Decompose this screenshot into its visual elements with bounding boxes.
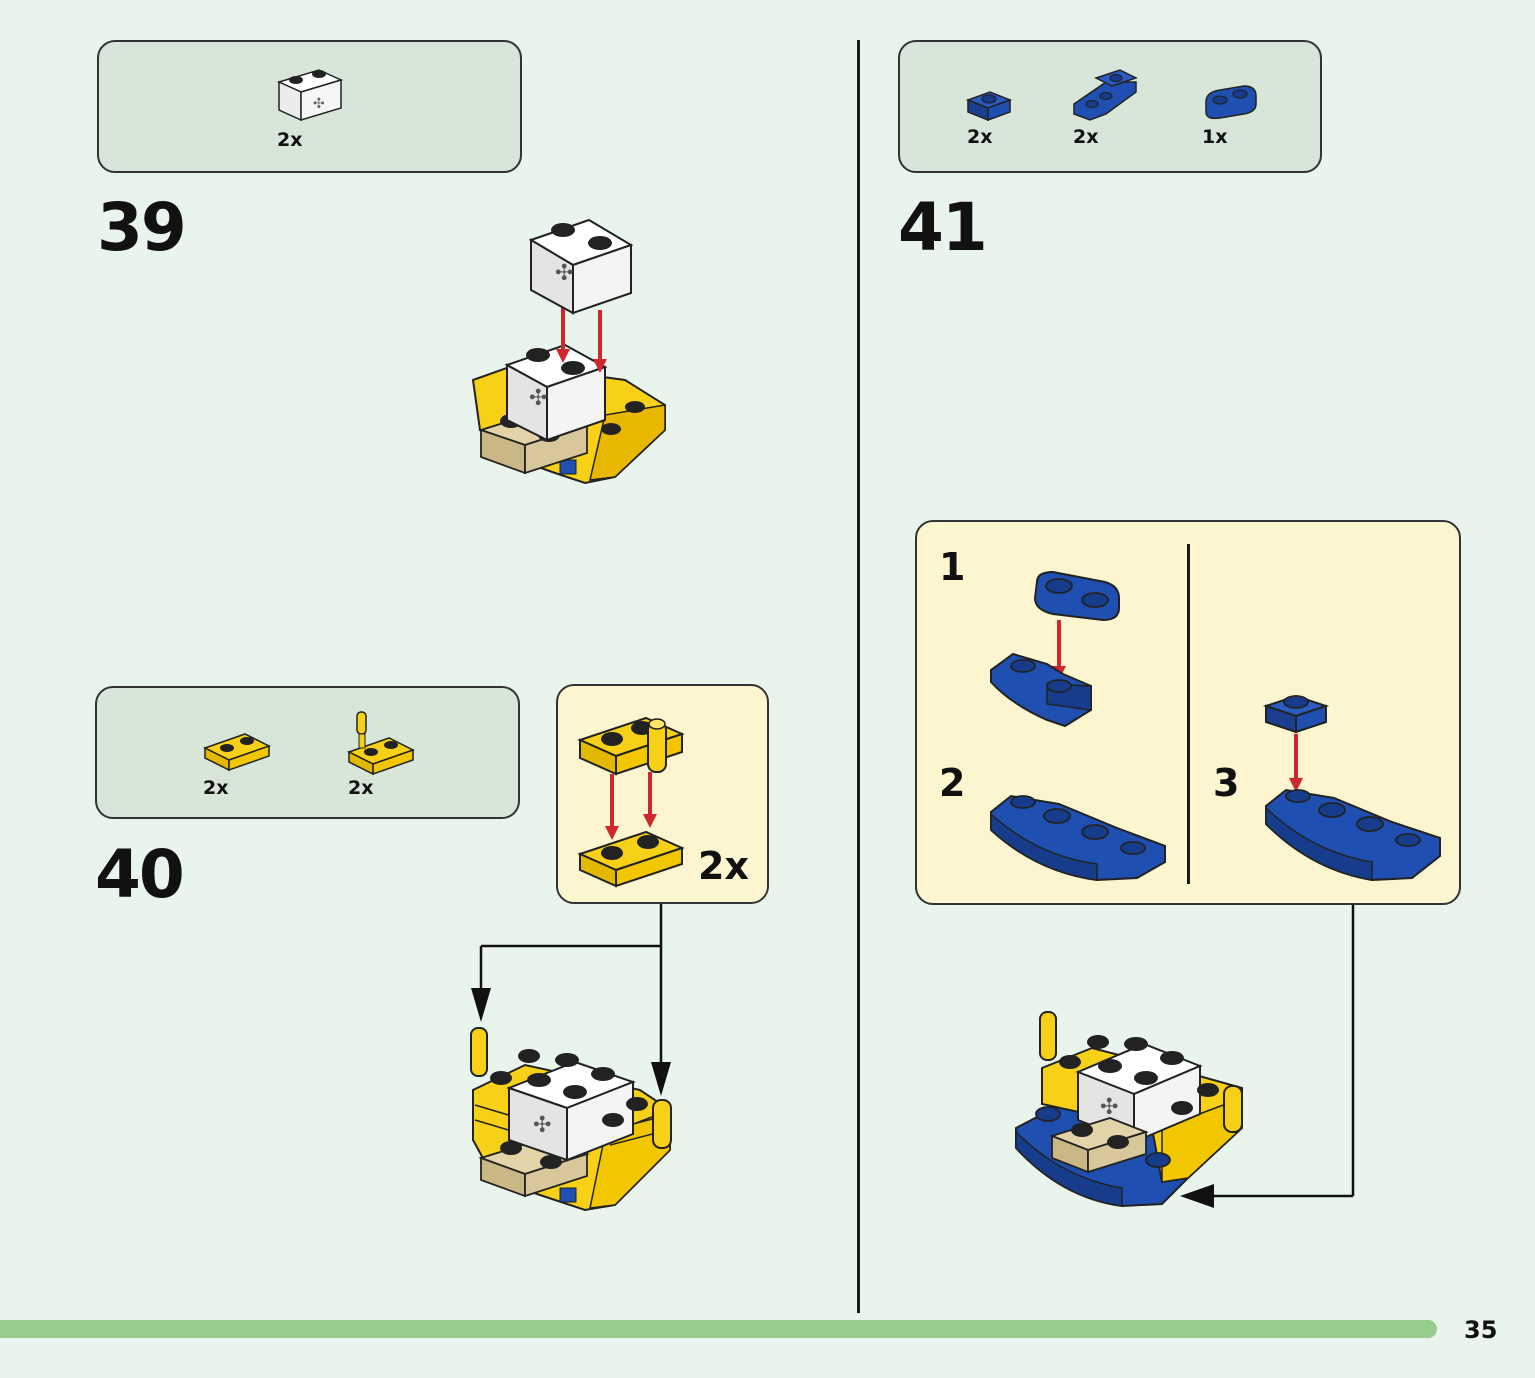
svg-text:✣: ✣: [1100, 1095, 1118, 1120]
blue-curved-plate-icon: [1073, 69, 1138, 121]
subassembly-box-step-41: 1 2 3: [915, 520, 1461, 905]
step-40-assembly-illustration: ✣: [470, 1027, 672, 1212]
sub-step-3-illustration: [1262, 694, 1441, 882]
blue-plate-1x1-icon: [965, 91, 1013, 122]
sub-step-number-2: 2: [939, 761, 966, 805]
sub-step-number-1: 1: [939, 545, 966, 589]
yellow-plate-with-bar-icon: [347, 711, 415, 776]
sub-step-divider: [1187, 544, 1190, 884]
sub-step-2-illustration: [990, 794, 1166, 882]
progress-bar: [0, 1320, 1437, 1338]
step-number-39: 39: [97, 189, 187, 266]
part-qty: 2x: [1073, 126, 1099, 148]
sub-step-1-illustration: [990, 570, 1120, 728]
parts-list-step-39: ✣ 2x: [97, 40, 522, 173]
yellow-plate-1x2-icon: [203, 733, 271, 772]
step-41-assembly-illustration: ✣: [1015, 1011, 1243, 1208]
callout-connector-line-41: [1180, 904, 1355, 1208]
step-39-assembly-illustration: ✣ ✣: [471, 218, 666, 485]
part-qty: 1x: [1202, 126, 1228, 148]
page-divider: [857, 40, 860, 1313]
yellow-subassembly-illustration: [577, 716, 685, 888]
svg-text:✣: ✣: [555, 261, 573, 286]
sub-step-number-3: 3: [1213, 761, 1240, 805]
part-qty: 2x: [277, 129, 303, 151]
callout-connector-lines: [471, 904, 671, 1096]
blue-rounded-plate-icon: [1205, 85, 1257, 120]
subassembly-multiplier: 2x: [698, 844, 749, 888]
parts-list-step-40: 2x 2x: [95, 686, 520, 819]
part-qty: 2x: [348, 777, 374, 799]
subassembly-box-step-40: 2x: [556, 684, 769, 904]
svg-text:✣: ✣: [529, 386, 547, 411]
parts-list-step-41: 2x 2x 1x: [898, 40, 1322, 173]
svg-text:✣: ✣: [533, 1113, 551, 1138]
part-qty: 2x: [203, 777, 229, 799]
step-number-40: 40: [95, 836, 185, 913]
step-number-41: 41: [898, 189, 988, 266]
part-qty: 2x: [967, 126, 993, 148]
page-number: 35: [1464, 1316, 1498, 1344]
svg-text:✣: ✣: [313, 96, 325, 112]
white-technic-brick-icon: ✣: [276, 69, 344, 122]
